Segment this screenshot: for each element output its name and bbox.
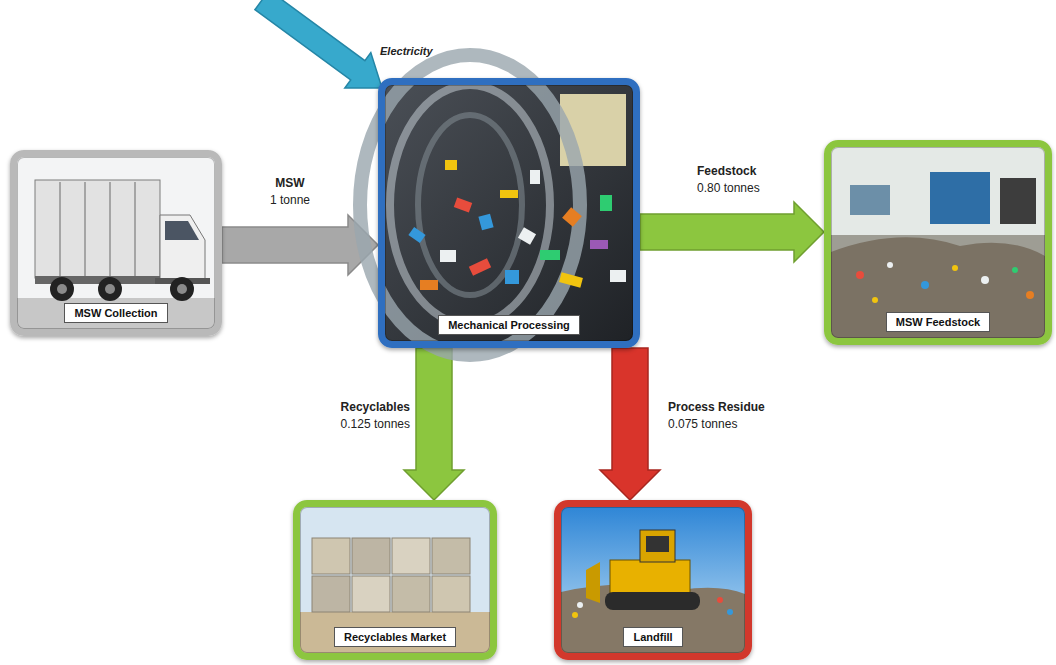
flow-arrow [640, 202, 824, 262]
flow-label: MSW [275, 176, 304, 191]
node-label: Mechanical Processing [438, 315, 580, 335]
process-box: Mechanical Processing [378, 78, 640, 348]
input-label: Electricity [380, 44, 433, 59]
quantity-label: 0.125 tonnes [341, 417, 410, 432]
output-box: Recyclables Market [293, 500, 497, 660]
truck-picture [17, 157, 215, 329]
node-label: Recyclables Market [334, 627, 456, 647]
bales-picture [300, 507, 490, 653]
electricity-arrow [255, 0, 382, 88]
flow-arrow [404, 348, 464, 500]
quantity-label: 0.075 tonnes [668, 417, 737, 432]
flow-arrow [600, 348, 660, 500]
flow-label: Process Residue [668, 400, 765, 415]
flow-label: Feedstock [697, 164, 756, 179]
node-label: MSW Collection [64, 303, 167, 323]
feedstock-picture [831, 147, 1045, 338]
output-box: MSW Feedstock [824, 140, 1052, 345]
node-label: MSW Feedstock [886, 312, 990, 332]
processing-drum-picture [360, 55, 633, 355]
collection-box: MSW Collection [10, 150, 222, 336]
landfill-picture [561, 507, 745, 653]
quantity-label: 0.80 tonnes [697, 181, 760, 196]
disposal-box: Landfill [554, 500, 752, 660]
node-label: Landfill [623, 627, 682, 647]
quantity-label: 1 tonne [270, 193, 310, 208]
flow-label: Recyclables [341, 400, 410, 415]
